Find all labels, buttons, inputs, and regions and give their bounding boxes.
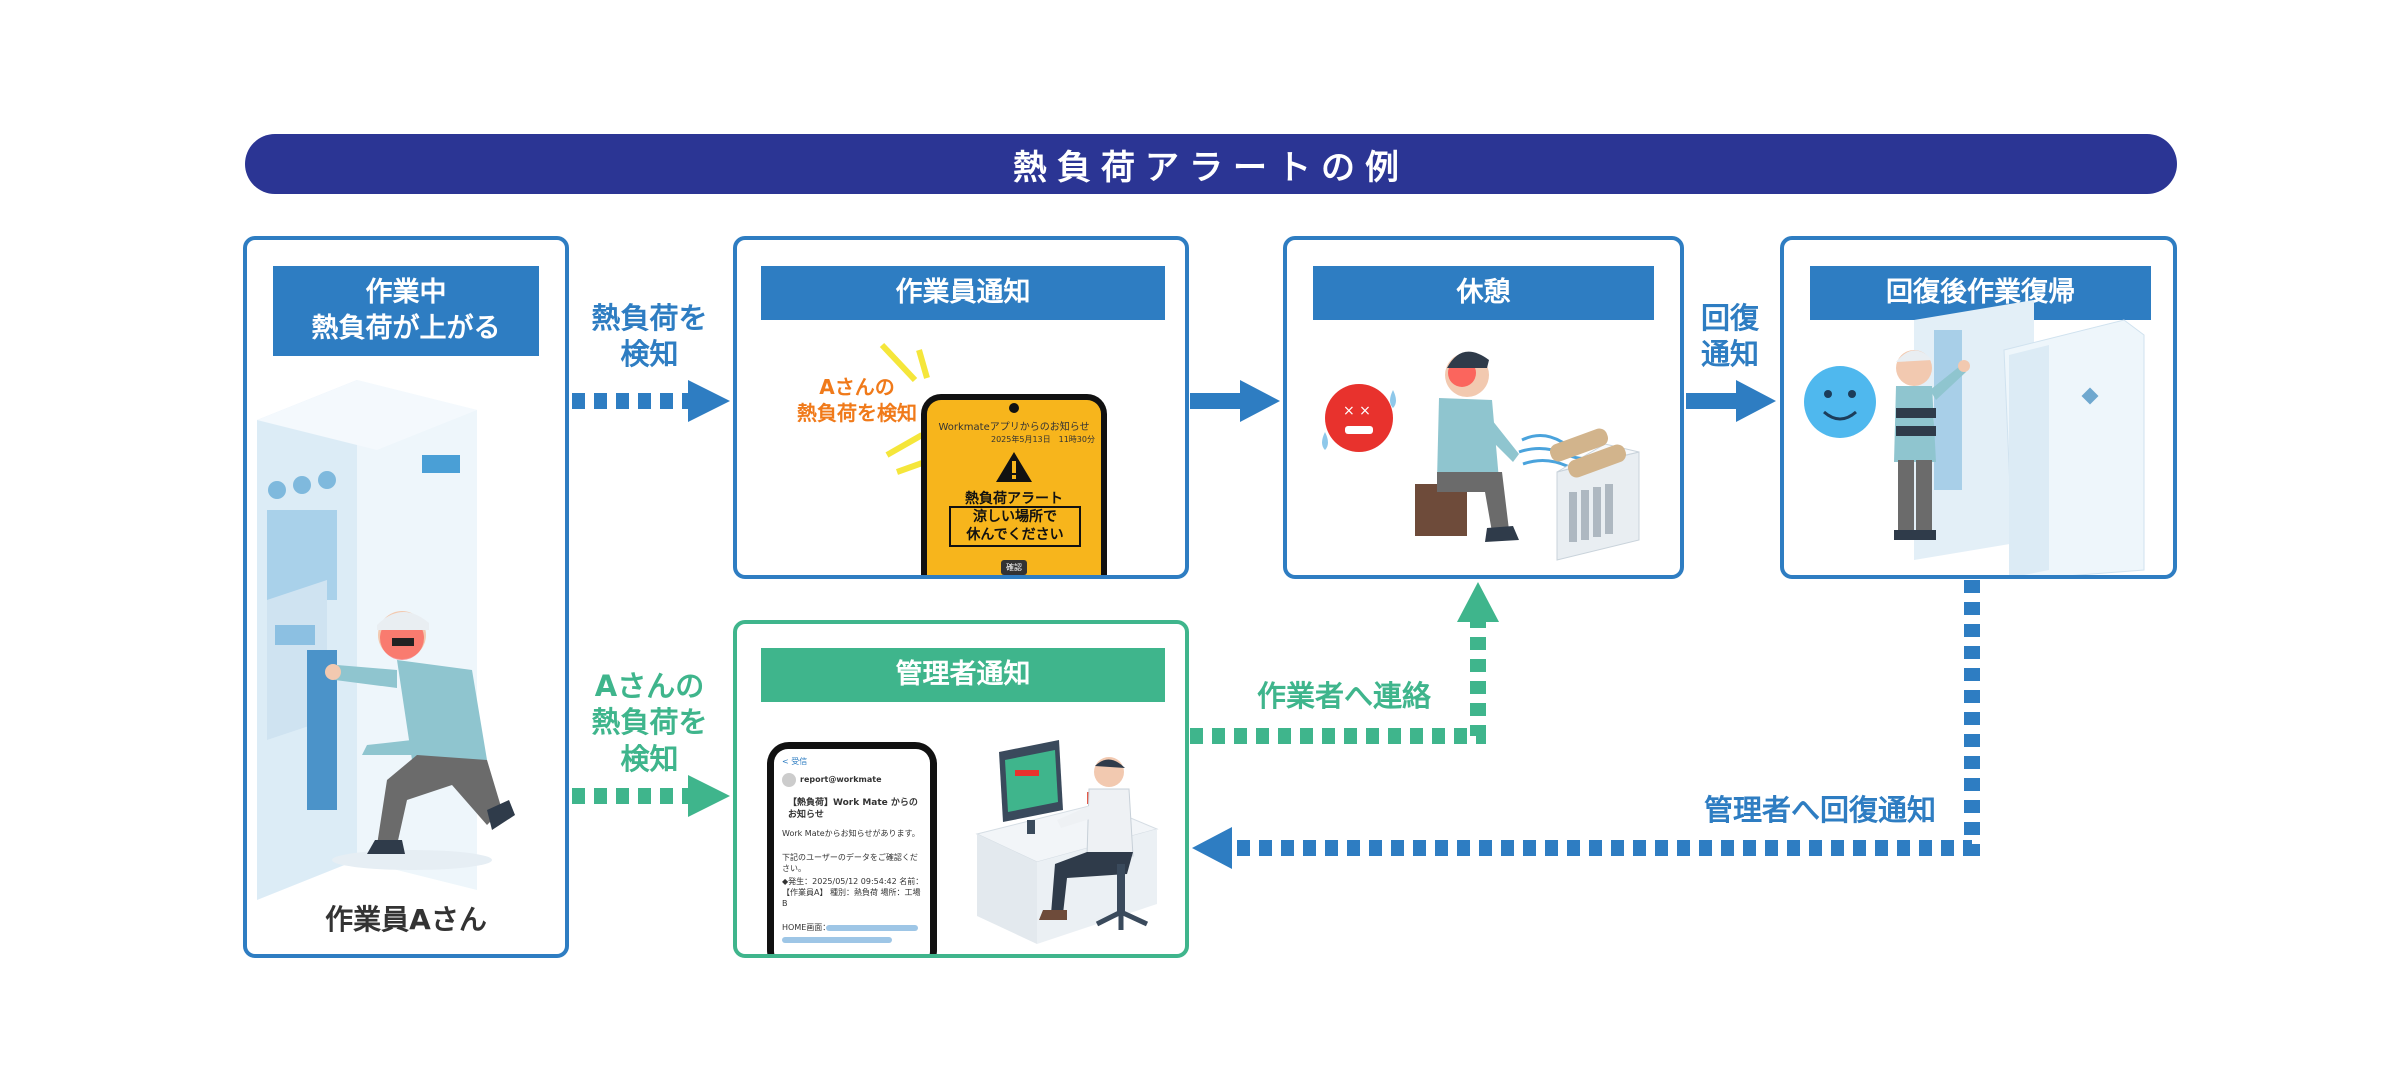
panel-recovery: 回復後作業復帰 — [1780, 236, 2177, 579]
email-phone-icon: < 受信 report@workmate 【熱負荷】Work Mate からの … — [767, 742, 937, 954]
email-subject-line2: お知らせ — [788, 810, 824, 821]
panel-manager-notify: 管理者通知 < 受信 report@workmate 【熱負荷】Work Mat… — [733, 620, 1189, 958]
arrow-detect-head — [688, 380, 730, 422]
warning-triangle-icon — [996, 452, 1032, 482]
label-recover-line2: 通知 — [1700, 337, 1759, 372]
manager-desk-illustration — [975, 740, 1159, 944]
worker-standing-illustration — [1894, 350, 1970, 540]
panel-worker-notify-title: 作業員通知 — [761, 266, 1165, 320]
arrow-contact-head — [1457, 582, 1499, 622]
email-subject: 【熱負荷】Work Mate からの お知らせ — [788, 797, 918, 821]
recovery-illustration — [1804, 300, 2145, 575]
phone-alert-title: 熱負荷アラート — [965, 491, 1063, 507]
phone-alert-message: 涼しい場所で 休んでください — [949, 506, 1081, 547]
label-mgr-detect: Aさんの 熱負荷を 検知 — [572, 668, 727, 777]
arrow-rest-head — [1240, 380, 1280, 422]
label-mgr-detect-line3: 検知 — [620, 741, 679, 776]
email-subject-line1: 【熱負荷】Work Mate からの — [788, 798, 918, 808]
label-detect: 熱負荷を 検知 — [572, 300, 727, 373]
arrow-mgr-detect-head — [688, 775, 730, 817]
panel-manager-notify-title: 管理者通知 — [761, 648, 1165, 702]
panel-worker: 作業中 熱負荷が上がる 作業員Aさん — [243, 236, 569, 958]
callout-line2: 熱負荷を検知 — [797, 401, 917, 425]
panel-rest: 休憩 × × — [1283, 236, 1684, 579]
worker-resting-illustration — [1437, 351, 1519, 542]
label-recovery-to-manager: 管理者へ回復通知 — [1703, 793, 1936, 827]
email-link-blur — [826, 925, 918, 931]
rest-illustration: × × — [1322, 351, 1640, 561]
panel-worker-title-line2: 熱負荷が上がる — [311, 313, 501, 344]
panel-recovery-title: 回復後作業復帰 — [1810, 266, 2151, 320]
server-rack-illustration — [1914, 300, 2145, 575]
worker-crouching-illustration — [257, 380, 515, 900]
phone-header: Workmateアプリからのお知らせ — [938, 422, 1090, 433]
email-body1: Work Mateからお知らせがあります。 — [782, 829, 920, 838]
email-sender: report@workmate — [800, 775, 882, 784]
email-link-blur-2 — [782, 937, 892, 943]
email-screen: < 受信 report@workmate 【熱負荷】Work Mate からの … — [774, 749, 930, 954]
panel-rest-title: 休憩 — [1313, 266, 1654, 320]
phone-camera — [1009, 403, 1019, 413]
email-back-link[interactable]: < 受信 — [782, 757, 808, 766]
phone-msg-line1: 涼しい場所で — [973, 509, 1057, 525]
callout-line1: Aさんの — [819, 375, 895, 399]
hot-face-icon: × × — [1322, 384, 1396, 452]
panel-worker-title: 作業中 熱負荷が上がる — [273, 266, 539, 356]
spot-cooler-illustration — [1549, 428, 1640, 561]
phone-alert-icon: Workmateアプリからのお知らせ 2025年5月13日 11時30分 熱負荷… — [921, 394, 1107, 575]
phone-screen: Workmateアプリからのお知らせ 2025年5月13日 11時30分 熱負荷… — [927, 400, 1101, 575]
phone-timestamp: 2025年5月13日 11時30分 — [991, 435, 1095, 444]
label-detect-line1: 熱負荷を — [591, 301, 708, 335]
label-contact-worker: 作業者へ連絡 — [1256, 679, 1431, 713]
label-mgr-detect-line2: 熱負荷を — [591, 705, 708, 740]
arrow-recovery-mgr-head — [1192, 827, 1232, 869]
callout-worker-detect: Aさんの 熱負荷を検知 — [777, 374, 937, 426]
phone-confirm-button[interactable]: 確認 — [1001, 560, 1027, 575]
panel-worker-title-line1: 作業中 — [365, 276, 447, 308]
label-mgr-detect-line1: Aさんの — [594, 669, 705, 703]
label-recover: 回復 通知 — [1680, 300, 1780, 373]
happy-face-icon — [1804, 366, 1876, 438]
panel-worker-notify: 作業員通知 Aさんの 熱負荷を検知 Workmateアプリからのお知らせ 202… — [733, 236, 1189, 579]
email-link[interactable]: HOME画面： — [782, 923, 831, 932]
label-recover-line1: 回復 — [1700, 301, 1759, 335]
phone-msg-line2: 休んでください — [966, 526, 1064, 543]
email-avatar — [782, 773, 796, 787]
label-detect-line2: 検知 — [620, 337, 679, 372]
email-detail: ◆発生：2025/05/12 09:54:42 名前：【作業員A】 種別：熱負荷… — [782, 877, 924, 908]
banner-title: 熱負荷アラートの例 — [245, 134, 2177, 194]
email-body2: 下記のユーザーのデータをご確認ください。 — [782, 853, 918, 873]
worker-caption: 作業員Aさん — [325, 903, 487, 936]
alert-burst-icon — [879, 342, 930, 475]
arrow-recover-head — [1736, 380, 1776, 422]
svg-text:× ×: × × — [1343, 403, 1371, 419]
